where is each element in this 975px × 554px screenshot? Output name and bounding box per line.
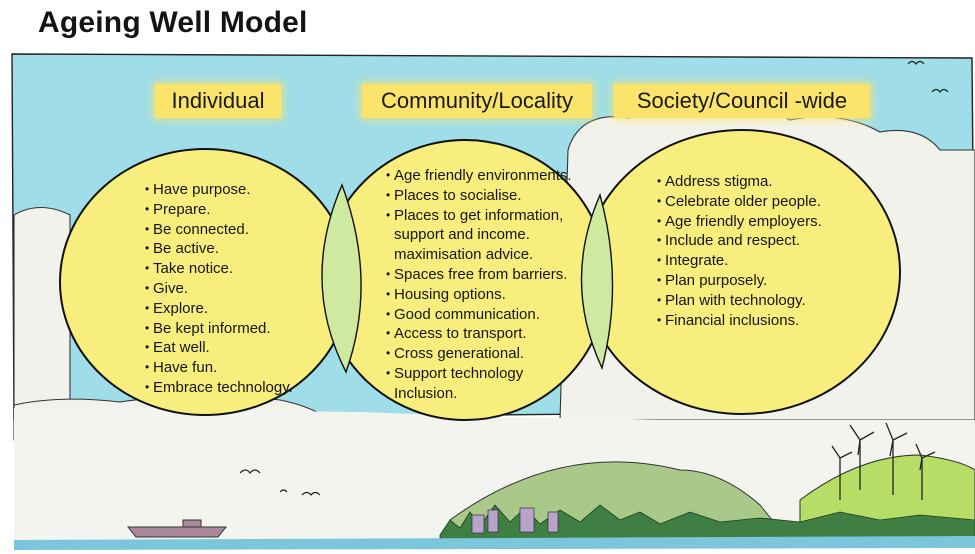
list-item: Inclusion. (394, 384, 458, 402)
list-item: Celebrate older people. (657, 192, 822, 212)
list-item: Prepare. (145, 200, 293, 220)
list-item: Support technology (386, 364, 572, 384)
list-item: Give. (145, 279, 293, 299)
list-item: Housing options. (386, 285, 572, 305)
list-item: Plan purposely. (657, 271, 822, 291)
town (471, 507, 559, 534)
list-item: Embrace technology. (145, 378, 293, 398)
list-item: Places to socialise. (386, 186, 572, 206)
list-item: Age friendly employers. (657, 212, 822, 232)
list-item: Access to transport. (386, 324, 572, 344)
bird-icon (239, 60, 949, 496)
heading-society: Society/Council -wide (614, 84, 870, 118)
list-item: Explore. (145, 299, 293, 319)
list-item: Be connected. (145, 220, 293, 240)
list-item: Age friendly environments. (386, 166, 572, 186)
list-item: Be kept informed. (145, 319, 293, 339)
list-item: Good communication. (386, 305, 572, 325)
community-list: Age friendly environments. Places to soc… (386, 166, 572, 404)
sea (14, 536, 975, 550)
hill-right (799, 454, 975, 531)
list-item: maximisation advice. (394, 246, 534, 264)
list-item: Have purpose. (145, 180, 293, 200)
overlap-right (580, 192, 614, 371)
overlap-left (321, 183, 362, 374)
boat-icon (126, 519, 228, 538)
page-title: Ageing Well Model (38, 6, 308, 39)
society-list: Address stigma. Celebrate older people. … (657, 172, 822, 330)
heading-community: Community/Locality (362, 84, 592, 118)
list-item: support and income. (394, 226, 530, 244)
list-item: Address stigma. (657, 172, 822, 192)
list-item: Places to get information, (386, 206, 572, 226)
individual-list: Have purpose. Prepare. Be connected. Be … (145, 180, 293, 398)
list-item: Be active. (145, 239, 293, 259)
list-item: Take notice. (145, 259, 293, 279)
list-item: Include and respect. (657, 231, 822, 251)
list-item: Have fun. (145, 358, 293, 378)
list-item: Cross generational. (386, 344, 572, 364)
wind-turbine-icon (831, 422, 936, 500)
heading-individual: Individual (155, 84, 281, 118)
list-item: Integrate. (657, 251, 822, 271)
list-item: Financial inclusions. (657, 311, 822, 331)
list-item: Eat well. (145, 338, 293, 358)
list-item: Spaces free from barriers. (386, 265, 572, 285)
list-item: Plan with technology. (657, 291, 822, 311)
